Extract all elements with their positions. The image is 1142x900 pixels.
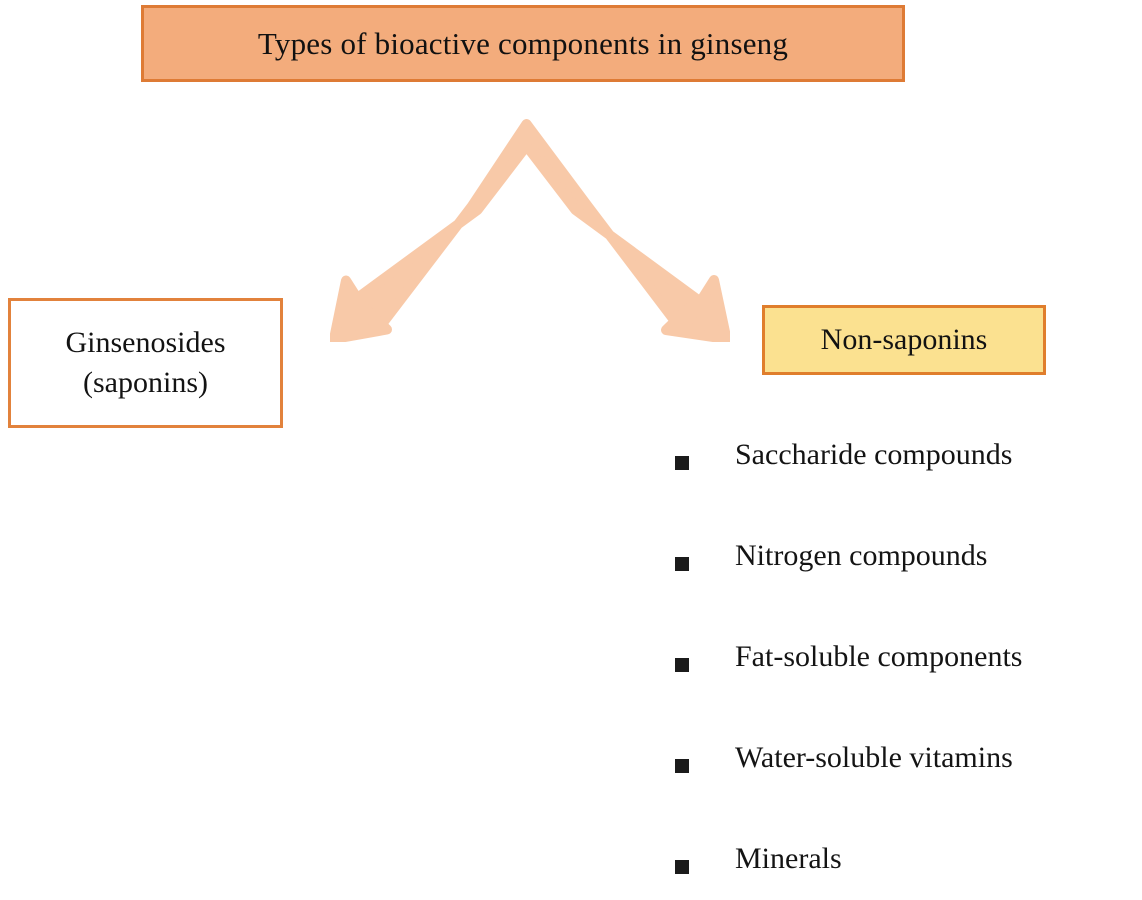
right-branch-box: Non-saponins <box>762 305 1046 375</box>
left-branch-label-line1: Ginsenosides <box>65 325 226 359</box>
list-item: Minerals <box>665 844 1142 900</box>
left-branch-box: Ginsenosides (saponins) <box>8 298 283 428</box>
list-item: Nitrogen compounds <box>665 541 1142 642</box>
square-bullet-icon <box>675 658 689 672</box>
square-bullet-icon <box>675 557 689 571</box>
list-item-label: Saccharide compounds <box>735 438 1013 471</box>
square-bullet-icon <box>675 456 689 470</box>
right-branch-item-list: Saccharide compounds Nitrogen compounds … <box>665 440 1142 900</box>
list-item: Saccharide compounds <box>665 440 1142 541</box>
list-item: Water-soluble vitamins <box>665 743 1142 844</box>
square-bullet-icon <box>675 860 689 874</box>
list-item-label: Nitrogen compounds <box>735 539 988 572</box>
list-item-label: Fat-soluble components <box>735 640 1023 673</box>
title-label: Types of bioactive components in ginseng <box>257 25 789 61</box>
title-box: Types of bioactive components in ginseng <box>141 5 905 82</box>
square-bullet-icon <box>675 759 689 773</box>
list-item: Fat-soluble components <box>665 642 1142 743</box>
list-item-label: Water-soluble vitamins <box>735 741 1013 774</box>
double-headed-split-arrow-icon <box>330 119 730 342</box>
right-branch-label: Non-saponins <box>820 323 988 356</box>
list-item-label: Minerals <box>735 842 842 875</box>
left-branch-label-line2: (saponins) <box>83 366 208 399</box>
arrow-shape <box>330 119 730 342</box>
